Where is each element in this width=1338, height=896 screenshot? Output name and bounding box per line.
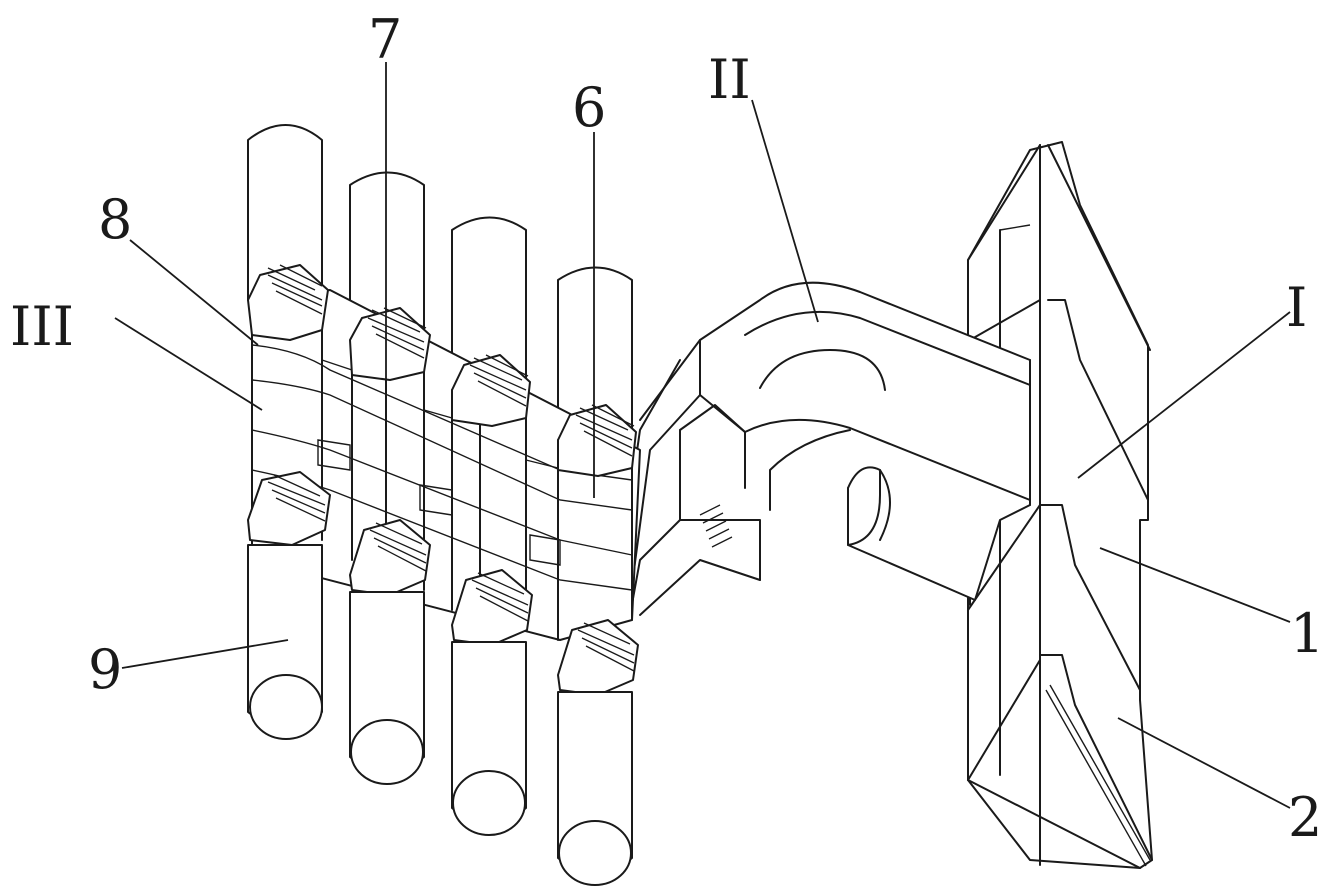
leader-II bbox=[751, 99, 819, 323]
reference-labels: 7 6 8 III II I 1 2 9 bbox=[10, 8, 1324, 849]
leader-lines bbox=[114, 62, 1291, 809]
pin-row-top bbox=[247, 124, 633, 441]
leader-I bbox=[1077, 311, 1291, 479]
pin-row-bottom bbox=[247, 544, 633, 886]
label-6: 6 bbox=[572, 76, 606, 139]
leader-8 bbox=[129, 239, 259, 346]
leader-9 bbox=[121, 639, 289, 669]
top-hatch-caps bbox=[247, 264, 637, 477]
leader-2 bbox=[1117, 717, 1291, 809]
label-II: II bbox=[708, 48, 751, 111]
leader-1 bbox=[1099, 547, 1291, 623]
label-9: 9 bbox=[88, 638, 122, 701]
label-1: 1 bbox=[1290, 602, 1324, 665]
bridge-arm bbox=[629, 281, 1031, 616]
label-I: I bbox=[1286, 276, 1307, 339]
label-2: 2 bbox=[1288, 786, 1322, 849]
leader-III bbox=[114, 317, 263, 411]
label-8: 8 bbox=[98, 188, 132, 251]
bottom-hatch-caps bbox=[247, 471, 639, 696]
label-7: 7 bbox=[368, 8, 402, 71]
label-III: III bbox=[10, 295, 74, 358]
